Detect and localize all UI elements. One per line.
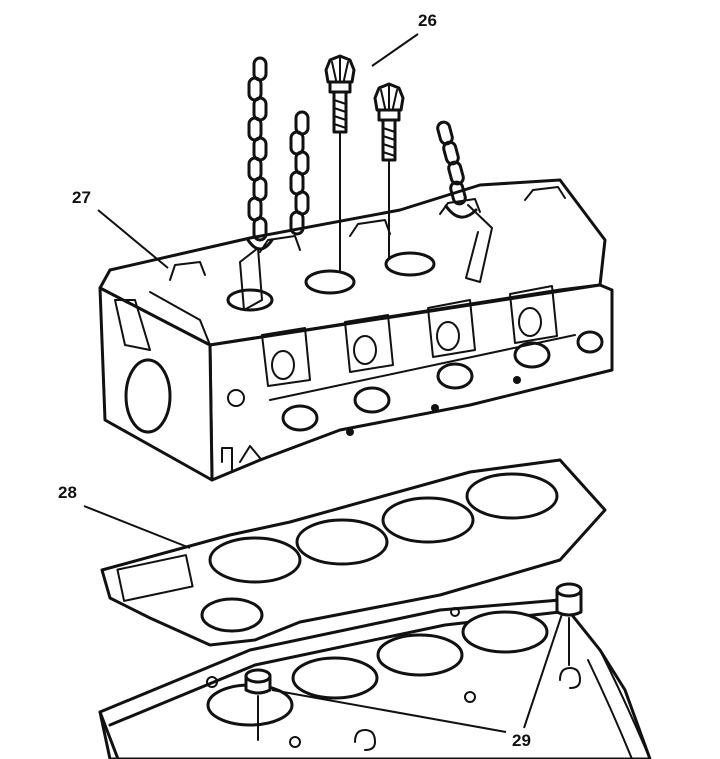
dowel-pin-left <box>244 668 272 741</box>
head-gasket <box>100 458 607 647</box>
callout-28: 28 <box>58 483 191 549</box>
callout-label-29: 29 <box>512 731 531 750</box>
lifting-chain-right <box>436 120 493 283</box>
engine-block <box>98 598 652 759</box>
lifting-chain-left <box>239 56 274 311</box>
lifting-chain-middle <box>289 110 310 236</box>
head-bolt-left <box>324 54 356 271</box>
callout-26: 26 <box>371 11 437 67</box>
head-bolt-right <box>373 82 405 259</box>
callout-29: 29 <box>271 613 563 750</box>
callout-label-28: 28 <box>58 483 77 502</box>
callout-label-27: 27 <box>72 188 91 207</box>
dowel-pin-right <box>555 582 583 666</box>
callout-27: 27 <box>72 188 169 269</box>
cylinder-head <box>98 178 614 482</box>
callout-label-26: 26 <box>418 11 437 30</box>
